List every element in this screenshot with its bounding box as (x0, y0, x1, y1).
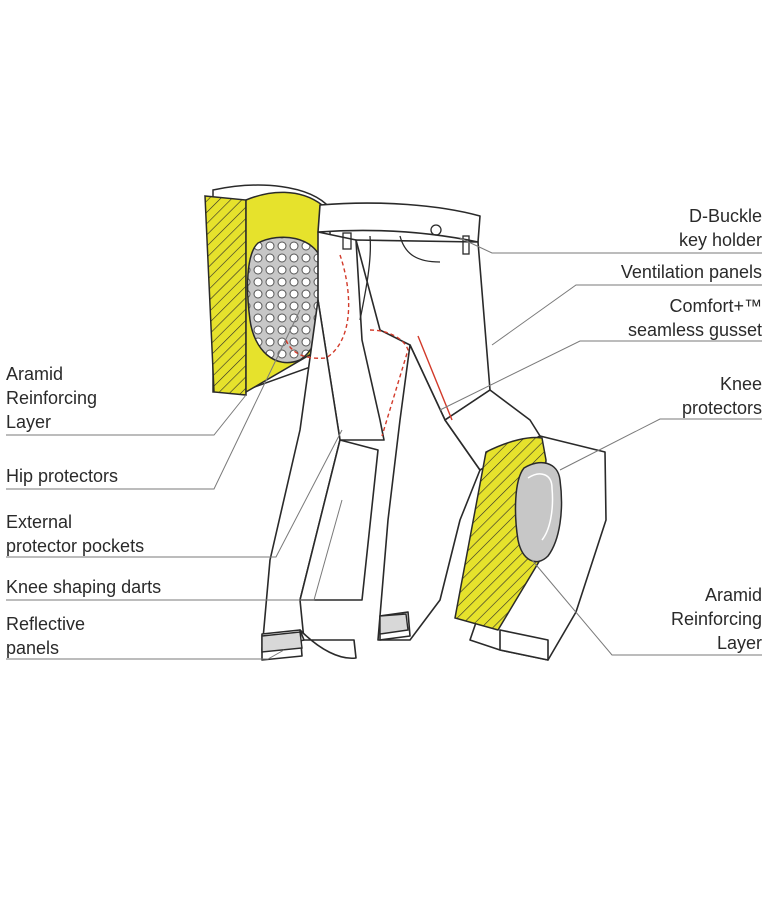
label-line: Reinforcing (6, 388, 98, 408)
label-line: Hip protectors (6, 466, 119, 486)
label-line: protector pockets (6, 536, 145, 556)
label-line: Reinforcing (670, 609, 762, 629)
label-external-pockets: External protector pockets (6, 510, 144, 558)
label-line: External (6, 512, 73, 532)
pocket-details (342, 224, 470, 321)
label-line: Comfort+™ (669, 296, 762, 316)
label-line: Ventilation panels (620, 262, 762, 282)
label-line: panels (6, 638, 60, 658)
label-line: protectors (681, 398, 762, 418)
label-line: Aramid (6, 364, 64, 384)
label-line: Layer (716, 633, 762, 653)
label-ventilation: Ventilation panels (621, 260, 762, 284)
label-comfort-gusset: Comfort+™ seamless gusset (628, 294, 762, 342)
hip-protector (246, 236, 326, 364)
leader-lines (6, 237, 762, 660)
label-line: D-Buckle (688, 206, 762, 226)
label-line: seamless gusset (627, 320, 762, 340)
label-line: Aramid (704, 585, 762, 605)
knee-protector (514, 461, 563, 563)
label-line: Knee (719, 374, 762, 394)
label-hip-protectors: Hip protectors (6, 464, 118, 488)
label-aramid-right: Aramid Reinforcing Layer (671, 583, 762, 655)
label-knee-darts: Knee shaping darts (6, 575, 161, 599)
gusset-seams (285, 254, 409, 437)
label-line: Knee shaping darts (6, 577, 162, 597)
label-line: Reflective (6, 614, 86, 634)
label-aramid-left: Aramid Reinforcing Layer (6, 362, 97, 434)
ventilation-seam (417, 335, 453, 421)
label-d-buckle: D-Buckle key holder (679, 204, 762, 252)
label-knee-protectors: Knee protectors (682, 372, 762, 420)
label-line: Layer (6, 412, 52, 432)
reflective-panels (261, 613, 409, 653)
label-line: key holder (678, 230, 762, 250)
label-reflective: Reflective panels (6, 612, 85, 660)
